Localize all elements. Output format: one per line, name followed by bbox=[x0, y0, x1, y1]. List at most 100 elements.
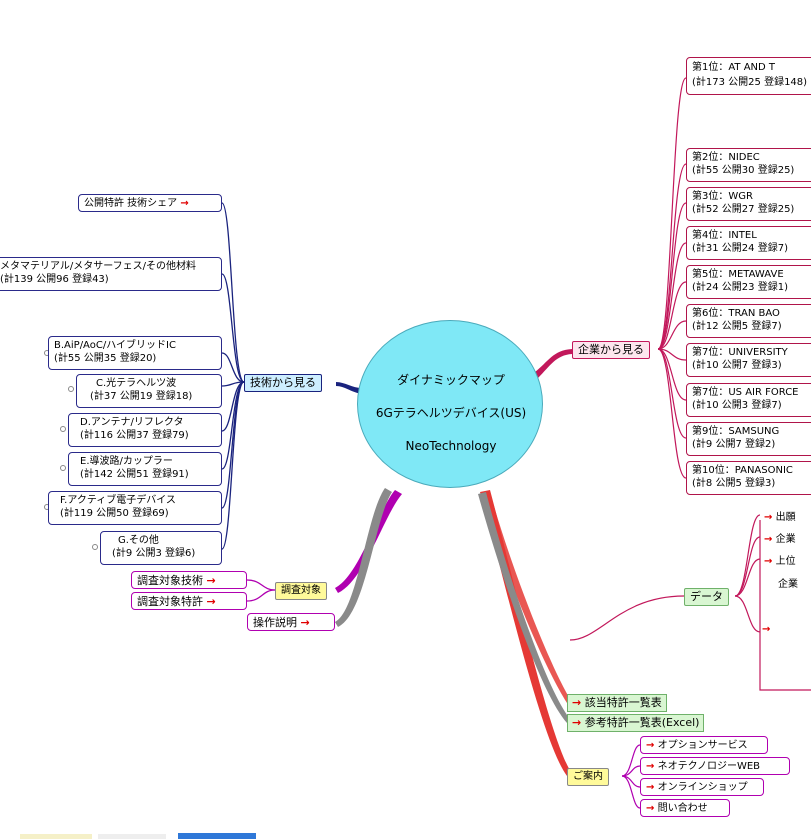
arrow-icon: → bbox=[764, 534, 773, 545]
company-node-2[interactable]: 第2位：NIDEC (計55 公開30 登録25) bbox=[686, 148, 811, 182]
guide-option-link[interactable]: → オプションサービス bbox=[640, 736, 768, 754]
company-3-name: 第3位：WGR bbox=[692, 191, 753, 202]
data-item-3[interactable]: → 上位 bbox=[764, 552, 796, 567]
tech-node-a-title: メタマテリアル/メタサーフェス/その他材料 bbox=[0, 261, 197, 272]
company-2-count: (計55 公開30 登録25) bbox=[692, 165, 795, 176]
tech-node-e[interactable]: E.導波路/カップラー (計142 公開51 登録91) bbox=[68, 452, 222, 486]
guide-ref-list-label: 参考特許一覧表(Excel) bbox=[584, 716, 700, 729]
company-node-9[interactable]: 第9位：SAMSUNG (計9 公開7 登録2) bbox=[686, 422, 811, 456]
tech-node-e-title: E.導波路/カップラー bbox=[80, 456, 173, 467]
company-node-3[interactable]: 第3位：WGR (計52 公開27 登録25) bbox=[686, 187, 811, 221]
data-item-4-label: 企業 bbox=[778, 579, 798, 590]
arrow-icon: → bbox=[764, 556, 773, 567]
arrow-icon: → bbox=[572, 696, 582, 709]
data-branch-lines bbox=[734, 514, 811, 691]
company-5-count: (計24 公開23 登録1) bbox=[692, 282, 788, 293]
company-1-name: 第1位：AT AND T bbox=[692, 62, 776, 73]
tech-node-d-count: (計116 公開37 登録79) bbox=[80, 430, 189, 441]
arrow-icon: → bbox=[764, 512, 773, 523]
operation-guide-link[interactable]: 操作説明 → bbox=[247, 613, 335, 631]
company-7-count: (計10 公開7 登録3) bbox=[692, 360, 782, 371]
company-8-count: (計10 公開3 登録7) bbox=[692, 400, 782, 411]
center-node[interactable]: ダイナミックマップ 6Gテラヘルツデバイス(US) NeoTechnology bbox=[357, 320, 543, 488]
tech-share-link[interactable]: 公開特許 技術シェア → bbox=[78, 194, 222, 212]
data-item-1[interactable]: → 出願 bbox=[764, 508, 796, 523]
tech-node-f[interactable]: F.アクティブ電子デバイス (計119 公開50 登録69) bbox=[48, 491, 222, 525]
company-10-name: 第10位：PANASONIC bbox=[692, 465, 793, 476]
guide-option-label: オプションサービス bbox=[657, 740, 748, 751]
company-node-7[interactable]: 第7位：UNIVERSITY (計10 公開7 登録3) bbox=[686, 343, 811, 377]
company-4-name: 第4位：INTEL bbox=[692, 230, 757, 241]
collapse-dot[interactable] bbox=[92, 544, 98, 550]
data-item-3-label: 上位 bbox=[775, 556, 796, 567]
target-tech-link[interactable]: 調査対象技術 → bbox=[131, 571, 247, 589]
target-branch-lines bbox=[246, 579, 276, 602]
guide-line-2 bbox=[482, 492, 570, 703]
guide-shop-link[interactable]: → オンラインショップ bbox=[640, 778, 764, 796]
collapse-dot[interactable] bbox=[60, 465, 66, 471]
data-item-4: 企業 bbox=[778, 575, 798, 590]
center-subtitle: 6Gテラヘルツデバイス(US) bbox=[375, 406, 527, 420]
company-node-10[interactable]: 第10位：PANASONIC (計8 公開5 登録3) bbox=[686, 461, 811, 495]
arrow-icon: → bbox=[646, 761, 655, 772]
company-node-8[interactable]: 第7位：US AIR FORCE (計10 公開3 登録7) bbox=[686, 383, 811, 417]
tech-node-c-count: (計37 公開19 登録18) bbox=[90, 391, 193, 402]
target-tech-label: 調査対象技術 bbox=[137, 574, 203, 587]
company-branch-lines bbox=[657, 77, 687, 479]
tech-node-f-count: (計119 公開50 登録69) bbox=[60, 508, 169, 519]
toolbar-tab-1[interactable] bbox=[20, 834, 92, 839]
collapse-dot[interactable] bbox=[60, 426, 66, 432]
arrow-icon: → bbox=[646, 782, 655, 793]
toolbar-tab-3[interactable] bbox=[178, 833, 256, 839]
guide-patent-list-link[interactable]: → 該当特許一覧表 bbox=[567, 694, 667, 712]
company-2-name: 第2位：NIDEC bbox=[692, 152, 760, 163]
branch-target[interactable]: 調査対象 bbox=[275, 582, 327, 600]
company-6-name: 第6位：TRAN BAO bbox=[692, 308, 780, 319]
data-item-arrow[interactable]: → bbox=[762, 624, 770, 635]
arrow-icon: → bbox=[762, 624, 771, 635]
tech-node-a[interactable]: メタマテリアル/メタサーフェス/その他材料 (計139 公開96 登録43) bbox=[0, 257, 222, 291]
tech-node-d[interactable]: D.アンテナ/リフレクタ (計116 公開37 登録79) bbox=[68, 413, 222, 447]
tech-node-b-title: B.AiP/AoC/ハイブリッドIC bbox=[54, 340, 176, 351]
company-6-count: (計12 公開5 登録7) bbox=[692, 321, 782, 332]
branch-guide[interactable]: ご案内 bbox=[567, 768, 609, 786]
company-node-5[interactable]: 第5位：METAWAVE (計24 公開23 登録1) bbox=[686, 265, 811, 299]
data-item-1-label: 出願 bbox=[775, 512, 796, 523]
tech-node-g-title: G.その他 bbox=[118, 535, 159, 546]
center-brand: NeoTechnology bbox=[405, 439, 497, 453]
company-10-count: (計8 公開5 登録3) bbox=[692, 478, 776, 489]
data-connector bbox=[569, 595, 685, 641]
company-main-line bbox=[535, 349, 572, 378]
toolbar-tab-2[interactable] bbox=[98, 834, 166, 839]
company-node-6[interactable]: 第6位：TRAN BAO (計12 公開5 登録7) bbox=[686, 304, 811, 338]
arrow-icon: → bbox=[572, 716, 582, 729]
operation-main-line bbox=[335, 488, 392, 627]
tech-node-a-count: (計139 公開96 登録43) bbox=[0, 274, 109, 285]
guide-contact-link[interactable]: → 問い合わせ bbox=[640, 799, 730, 817]
tech-node-b-count: (計55 公開35 登録20) bbox=[54, 353, 157, 364]
branch-data[interactable]: データ bbox=[684, 588, 729, 606]
branch-company[interactable]: 企業から見る bbox=[572, 341, 650, 359]
guide-patent-list-label: 該当特許一覧表 bbox=[584, 696, 662, 709]
company-node-1[interactable]: 第1位：AT AND T (計173 公開25 登録148) bbox=[686, 57, 811, 95]
arrow-icon: → bbox=[180, 198, 189, 209]
arrow-icon: → bbox=[646, 803, 655, 814]
company-3-count: (計52 公開27 登録25) bbox=[692, 204, 795, 215]
tech-node-c-title: C.光テラヘルツ波 bbox=[96, 378, 177, 389]
company-node-4[interactable]: 第4位：INTEL (計31 公開24 登録7) bbox=[686, 226, 811, 260]
tech-node-g[interactable]: G.その他 (計9 公開3 登録6) bbox=[100, 531, 222, 565]
guide-ref-list-link[interactable]: → 参考特許一覧表(Excel) bbox=[567, 714, 705, 732]
data-item-2-label: 企業 bbox=[775, 534, 796, 545]
arrow-icon: → bbox=[300, 616, 310, 629]
guide-web-link[interactable]: → ネオテクノロジーWEB bbox=[640, 757, 790, 775]
tech-node-c[interactable]: C.光テラヘルツ波 (計37 公開19 登録18) bbox=[76, 374, 222, 408]
tech-share-label: 公開特許 技術シェア bbox=[84, 198, 178, 209]
branch-tech[interactable]: 技術から見る bbox=[244, 374, 322, 392]
arrow-icon: → bbox=[206, 574, 216, 587]
collapse-dot[interactable] bbox=[68, 386, 74, 392]
guide-web-label: ネオテクノロジーWEB bbox=[657, 761, 761, 772]
data-item-2[interactable]: → 企業 bbox=[764, 530, 796, 545]
tech-node-b[interactable]: B.AiP/AoC/ハイブリッドIC (計55 公開35 登録20) bbox=[48, 336, 222, 370]
target-patent-link[interactable]: 調査対象特許 → bbox=[131, 592, 247, 610]
